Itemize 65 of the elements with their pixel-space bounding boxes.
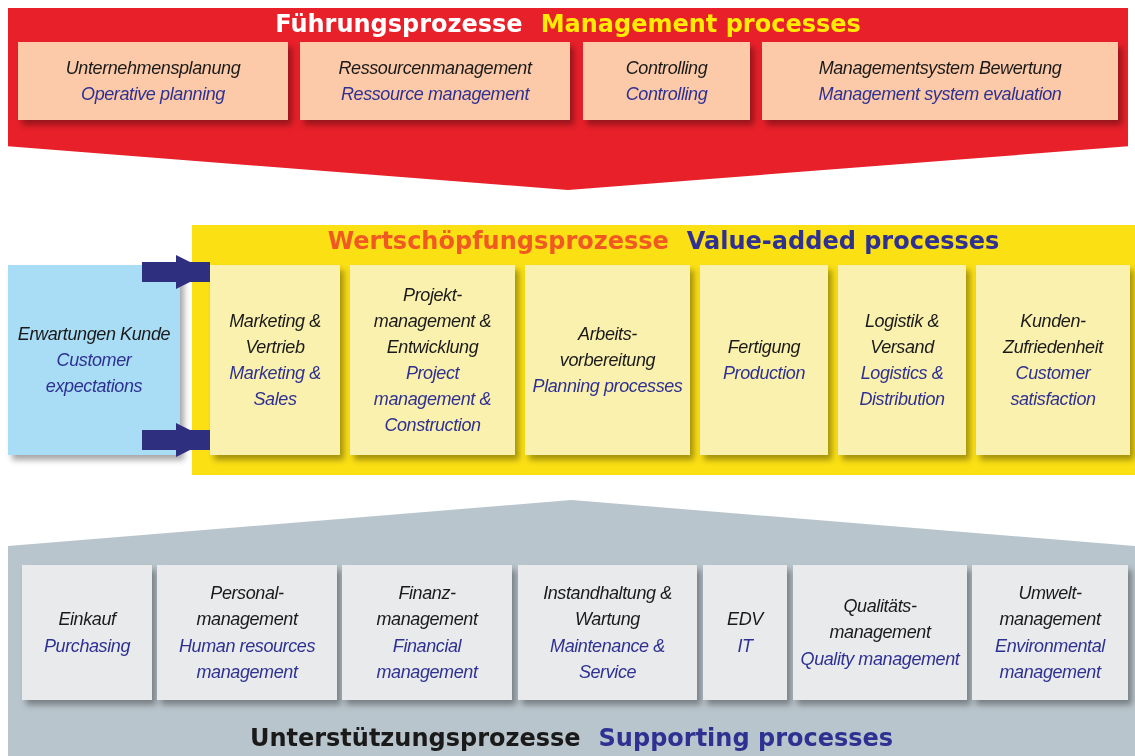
arrow xyxy=(142,423,210,457)
box-title: Managementsystem Bewertung xyxy=(818,56,1062,80)
box-title: Einkauf xyxy=(58,608,116,632)
box-title: Unternehmensplanung xyxy=(65,56,241,80)
box-title: Instandhaltung & Wartung xyxy=(542,582,673,632)
process-box xyxy=(300,42,570,120)
band-heading: Management processes xyxy=(540,10,861,38)
box-subtitle: Maintenance & Service xyxy=(549,634,666,684)
process-box xyxy=(8,265,180,455)
process-box xyxy=(18,42,288,120)
box-title: EDV xyxy=(727,608,763,632)
box-title: Ressourcenmanagement xyxy=(338,56,532,80)
box-title: Personal- management xyxy=(195,582,300,632)
box-subtitle: Operative planning xyxy=(81,83,225,106)
box-subtitle: Logistics & Distribution xyxy=(858,362,946,412)
box-subtitle: Environmental management xyxy=(994,634,1107,684)
process-band xyxy=(8,8,1128,190)
band-heading: Führungsprozesse xyxy=(275,10,523,38)
box-subtitle: Ressource management xyxy=(340,83,530,106)
process-box xyxy=(525,265,690,455)
process-box xyxy=(703,565,787,700)
process-box xyxy=(976,265,1130,455)
band-heading: Unterstützungsprozesse xyxy=(249,724,581,752)
box-title: Fertigung xyxy=(727,335,801,359)
box-subtitle: Financial management xyxy=(375,634,480,684)
box-title: Projekt- management & Entwicklung xyxy=(372,283,493,359)
box-title: Finanz- management xyxy=(375,582,480,632)
box-title: Qualitäts- management xyxy=(828,595,933,645)
band-heading: Wertschöpfungsprozesse xyxy=(327,227,669,255)
process-box xyxy=(972,565,1128,700)
box-subtitle: Purchasing xyxy=(43,634,131,658)
box-title: Kunden- Zufriedenheit xyxy=(1001,309,1105,359)
box-subtitle: Planning processes xyxy=(532,375,683,399)
process-band xyxy=(192,225,1135,475)
process-box xyxy=(157,565,337,700)
process-box xyxy=(793,565,967,700)
box-subtitle: Project management & Construction xyxy=(372,362,493,438)
box-subtitle: IT xyxy=(737,634,753,658)
box-subtitle: Marketing & Sales xyxy=(228,362,322,412)
band-heading: Supporting processes xyxy=(598,724,894,752)
box-title: Marketing & Vertrieb xyxy=(228,309,322,359)
box-subtitle: Customer expectations xyxy=(44,348,144,399)
box-subtitle: Human resources management xyxy=(177,634,317,684)
process-box xyxy=(838,265,966,455)
box-title: Umwelt- management xyxy=(998,582,1103,632)
box-subtitle: Controlling xyxy=(625,83,708,106)
box-subtitle: Management system evaluation xyxy=(818,83,1062,106)
band-heading: Value-added processes xyxy=(686,227,1000,255)
box-title: Controlling xyxy=(625,56,708,80)
box-subtitle: Customer satisfaction xyxy=(1009,362,1097,412)
process-box xyxy=(342,565,512,700)
process-box xyxy=(700,265,828,455)
box-title: Logistik & Versand xyxy=(863,309,940,359)
process-box xyxy=(518,565,697,700)
box-title: Erwartungen Kunde xyxy=(17,322,171,346)
process-box xyxy=(762,42,1118,120)
process-box xyxy=(210,265,340,455)
arrow xyxy=(142,255,210,289)
process-box xyxy=(350,265,515,455)
box-subtitle: Production xyxy=(722,362,806,385)
process-box xyxy=(583,42,750,120)
box-title: Arbeits- vorbereitung xyxy=(558,322,657,372)
process-band xyxy=(8,500,1135,756)
box-subtitle: Quality management xyxy=(800,647,960,671)
process-box xyxy=(22,565,152,700)
